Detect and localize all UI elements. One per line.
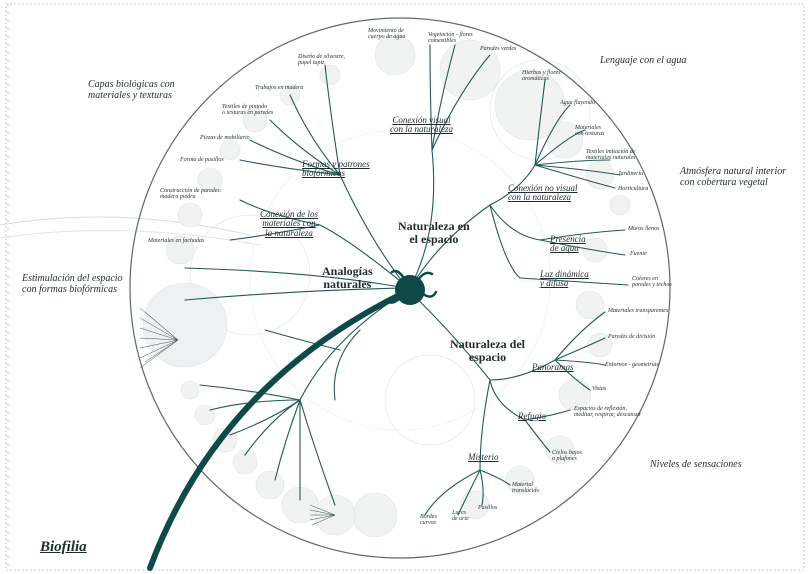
category-misterio: Misterio (468, 453, 499, 462)
leaf-jardineria: Jardinería (618, 171, 643, 177)
leaf-paredes-division: Paredes de división (608, 334, 655, 340)
main-node-naturaleza-en-espacio: Naturaleza en el espacio (398, 220, 470, 245)
leaf-cielos-bajos: Cielos bajos o plafones (552, 450, 582, 463)
category-conexion-no-visual: Conexión no visual con la naturaleza (508, 184, 578, 203)
leaf-colores-paredes: Colores en paredes y techos (632, 276, 672, 289)
category-conexion-visual: Conexión visual con la naturaleza (390, 116, 453, 135)
side-label-niveles: Niveles de sensaciones (650, 460, 742, 471)
leaf-vegetacion: Vegetación - flores comestibles (428, 32, 473, 45)
leaf-luces-arte: Luces de arte (452, 510, 469, 523)
leaf-materiales-texturas: Materiales con texturas (575, 125, 605, 138)
background-sweep-2 (0, 230, 260, 245)
leaf-textiles-imitacion: Textiles imitación de materiales natural… (586, 149, 636, 162)
leaf-agua-fluyendo: Agua fluyendo (560, 100, 595, 106)
main-node-naturaleza-del-espacio: Naturaleza del espacio (450, 338, 525, 363)
leaf-trabajos-madera: Trabajos en madera (255, 85, 303, 91)
leaf-hierbas: Hierbas y flores aromáticas (522, 70, 560, 83)
category-presencia-agua: Presencia de agua (550, 235, 586, 254)
leaf-paredes-verdes: Paredes verdes (480, 46, 516, 52)
category-refugio: Refugio (518, 412, 546, 421)
category-conexion-materiales: Conexión de los materiales con la natura… (260, 210, 318, 238)
side-label-atmosfera: Atmósfera natural interior con cobertura… (680, 167, 786, 188)
leaf-textiles-pintado: Textiles de pintado o texturas en parede… (222, 104, 273, 117)
diagram-title: Biofilia (40, 540, 87, 556)
leaf-pasillos: Pasillos (478, 505, 497, 511)
leaf-materiales-fachadas: Materiales en fachadas (148, 238, 204, 244)
leaf-forma-pasillos: Forma de pasillos (180, 157, 224, 163)
leaf-fuente: Fuente (630, 251, 647, 257)
main-node-analogias-naturales: Analogías naturales (322, 265, 373, 290)
background-sweep-1 (0, 217, 250, 235)
leaf-material-translucido: Material translúcido (512, 482, 539, 495)
category-luz-dinamica: Luz dinámica y difusa (540, 270, 589, 289)
side-label-estimulacion: Estimulación del espacio con formas biof… (22, 274, 123, 295)
side-label-lenguaje: Lenguaje con el agua (600, 56, 686, 67)
leaf-movimiento: Movimiento de cuerpo de agua (368, 28, 405, 41)
leaf-diseno-silvestre: Diseño de silvestre, papel tapiz (298, 54, 345, 67)
leaf-espacios-reflexion: Espacios de reflexión, meditar, respirar… (574, 406, 641, 419)
leaf-vistas: Vistas (592, 386, 606, 392)
category-panoramas: Panoramas (532, 363, 574, 372)
leaf-piezas-mobiliario: Piezas de mobiliario (200, 135, 250, 141)
category-formas-patrones: Formas y patrones biofórmicos (302, 160, 370, 179)
leaf-materiales-transparentes: Materiales transparentes (608, 308, 668, 314)
leaf-entornos: Entornos - geometrías (605, 362, 659, 368)
leaf-muros-llenos: Muros llenos (628, 226, 659, 232)
leaf-bordes-curvos: Bordes curvos (420, 514, 437, 527)
leaf-construccion: Construcción de paredes: madera piedra (160, 188, 222, 201)
side-label-capas: Capas biológicas con materiales y textur… (88, 80, 175, 101)
leaf-horticultura: Horticultura (618, 186, 648, 192)
